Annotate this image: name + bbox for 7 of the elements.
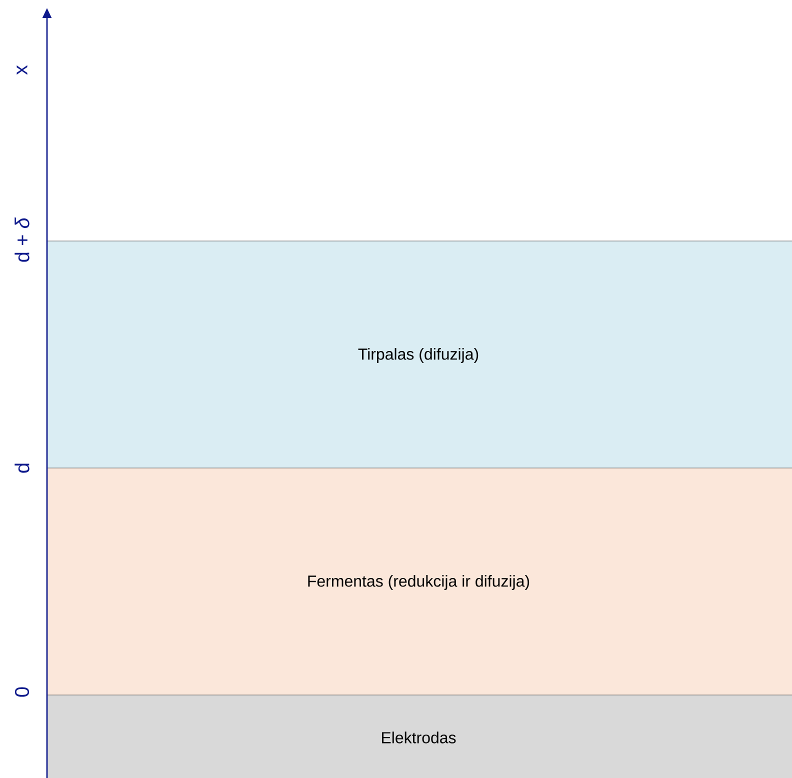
layer-band: Fermentas (redukcija ir difuzija) (46, 468, 792, 695)
layer-band: Elektrodas (46, 694, 792, 778)
axis-label: d (14, 464, 30, 473)
axis-label: d + δ (14, 217, 30, 262)
axis-label: 0 (14, 687, 30, 697)
axis-label: x (16, 65, 28, 75)
layer-band: Tirpalas (difuzija) (46, 240, 792, 468)
